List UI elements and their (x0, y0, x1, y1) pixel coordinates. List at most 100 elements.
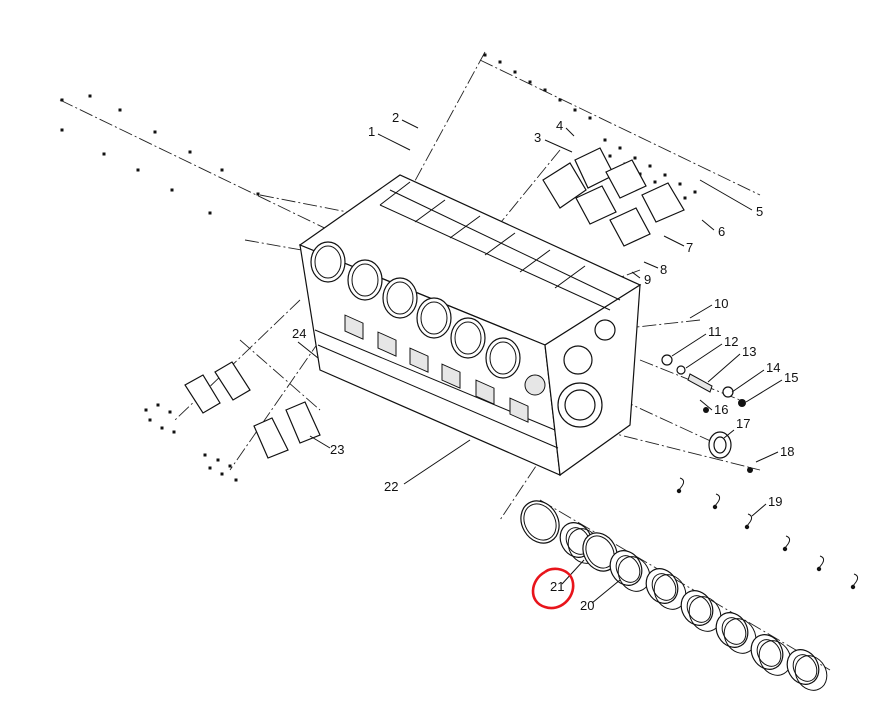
bolt-dot (543, 88, 547, 92)
bearing-caps (676, 477, 859, 590)
callout-label-1: 1 (368, 124, 375, 139)
bearing-shell (609, 550, 651, 592)
bolt-dot (216, 458, 220, 462)
leader-line-4 (565, 127, 575, 137)
callout-label-20: 20 (580, 598, 594, 613)
callout-label-3: 3 (534, 130, 541, 145)
cylinder-bore (382, 277, 418, 319)
callout-label-24: 24 (292, 326, 306, 341)
bolt-dot (228, 464, 232, 468)
thrust-ring (582, 532, 618, 572)
bearing-shell (645, 568, 687, 610)
bolt-dot (153, 130, 157, 134)
leader-line-3 (544, 139, 573, 153)
bolt-dot (136, 168, 140, 172)
bolt-dot (170, 188, 174, 192)
bearing-shell (786, 649, 828, 691)
bolt-dot (608, 154, 612, 158)
leader-line-8 (643, 261, 659, 269)
bolt-dot (188, 150, 192, 154)
leader-line-17 (723, 429, 735, 439)
bolt-dot (220, 168, 224, 172)
cylinder-bore (310, 241, 346, 283)
callout-label-21: 21 (550, 579, 564, 594)
leader-line-5 (699, 179, 753, 211)
leader-line-21 (561, 559, 585, 585)
leader-line-18 (755, 451, 779, 463)
callout-label-11: 11 (708, 324, 722, 339)
bolt-dot (633, 156, 637, 160)
bearing-cap-bolt (852, 573, 859, 587)
callout-label-13: 13 (742, 344, 756, 359)
bolt-dot (528, 80, 532, 84)
top-covers (542, 147, 685, 247)
crankcase-window (475, 379, 495, 405)
bearing-cap-bolt (784, 535, 791, 549)
cylinder-bore (416, 297, 452, 339)
bolt-dot (144, 408, 148, 412)
callout-label-12: 12 (724, 334, 738, 349)
crankcase-window (377, 331, 397, 357)
bolt-dot (663, 173, 667, 177)
bolt-dot (168, 410, 172, 414)
bolt-dot (208, 466, 212, 470)
bolt-dot (148, 418, 152, 422)
callout-label-15: 15 (784, 370, 798, 385)
bolt-dot (648, 164, 652, 168)
bolt-dot (573, 108, 577, 112)
leader-line-10 (689, 304, 713, 319)
side-covers (184, 361, 321, 459)
leader-line-2 (401, 119, 419, 129)
bolt-dot (483, 53, 487, 57)
callout-label-23: 23 (330, 442, 344, 457)
leader-line-6 (701, 219, 715, 231)
bolt-dot (208, 211, 212, 215)
engine-block (298, 174, 642, 477)
bearing-cap-bolt (818, 555, 825, 569)
leader-line-1 (377, 133, 411, 151)
thrust-ring (520, 500, 560, 544)
bolt-dot (693, 190, 697, 194)
crankcase-window (441, 363, 461, 389)
crankcase-window (344, 314, 364, 340)
bolt-dot (653, 180, 657, 184)
callout-label-10: 10 (714, 296, 728, 311)
highlight-circle (531, 567, 575, 610)
bolt-dot (156, 403, 160, 407)
bolt-dot (102, 152, 106, 156)
bolt-dot (683, 196, 687, 200)
callout-label-8: 8 (660, 262, 667, 277)
leader-line-9 (631, 271, 641, 279)
side-fittings (661, 354, 753, 473)
callout-label-14: 14 (766, 360, 780, 375)
callout-label-5: 5 (756, 204, 763, 219)
callout-label-6: 6 (718, 224, 725, 239)
cylinder-bore (450, 317, 486, 359)
callout-leaders (297, 119, 783, 604)
bolt-dot (234, 478, 238, 482)
bolt-dot (88, 94, 92, 98)
crankcase-window (409, 347, 429, 373)
bolt-dot (498, 60, 502, 64)
leader-line-24 (297, 341, 319, 359)
crankcase-window (509, 397, 529, 423)
callout-label-16: 16 (714, 402, 728, 417)
callout-label-17: 17 (736, 416, 750, 431)
bolt-dot (60, 98, 64, 102)
leader-line-12 (685, 343, 723, 369)
bearing-rings (520, 500, 828, 691)
bearing-cap-bolt (714, 493, 721, 507)
bolt-dot (618, 146, 622, 150)
leader-line-23 (309, 435, 331, 449)
bolt-dot (118, 108, 122, 112)
leader-line-16 (699, 399, 713, 411)
leader-line-15 (745, 379, 783, 403)
bolt-dot (678, 182, 682, 186)
callout-label-19: 19 (768, 494, 782, 509)
bolt-dot (603, 138, 607, 142)
bearing-shell (680, 590, 722, 632)
bolt-dot (172, 430, 176, 434)
leader-line-19 (751, 503, 767, 517)
